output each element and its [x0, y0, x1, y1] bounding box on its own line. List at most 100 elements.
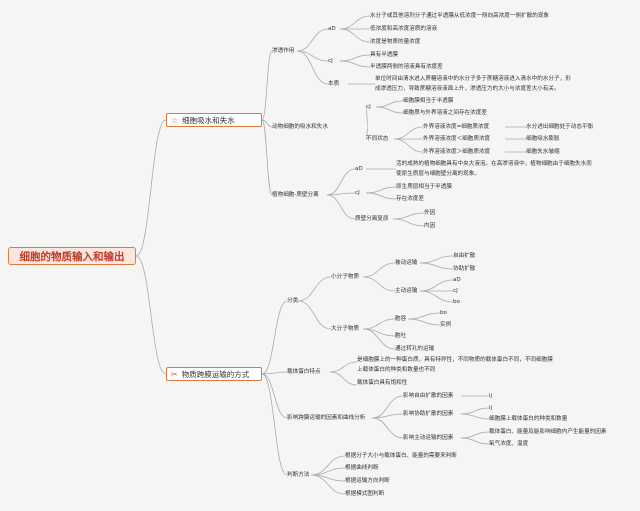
- connector-line: [339, 28, 371, 43]
- connector-line: [419, 279, 454, 292]
- node-carrier-2[interactable]: 上载体蛋白的种类和数量也不同: [357, 367, 436, 373]
- node-pore-transport[interactable]: 通过转孔的运输: [395, 346, 435, 352]
- node-osmosis-cond-2[interactable]: 半透膜两侧的溶液具有浓度差: [370, 64, 443, 70]
- node-osmosis-def-3[interactable]: 浓度是物质的量浓度: [370, 39, 421, 45]
- node-classification[interactable]: 分类: [287, 298, 299, 304]
- connector-line: [393, 126, 424, 140]
- node-exocytosis[interactable]: 胞吐: [395, 333, 407, 339]
- node-state-2-result[interactable]: 细胞吸水膨胀: [526, 136, 560, 142]
- connector-line: [296, 50, 329, 85]
- node-factor-facilitated-2[interactable]: 细胞膜上载体蛋白的种类和数量: [489, 416, 568, 422]
- node-plant-def-2[interactable]: 使原生质层与细胞壁分离的现象。: [396, 171, 480, 177]
- star-icon: ☆: [171, 115, 179, 125]
- node-osmosis-essence-1[interactable]: 单位时间由清水进入蔗糖溶液中的水分子多于蔗糖溶液进入清水中的水分子，形: [375, 76, 571, 82]
- node-factor-free[interactable]: 影响自由扩散的因素: [403, 393, 454, 399]
- connector-line: [460, 407, 490, 415]
- node-influencing-factors[interactable]: 影响跨膜运输的因素和曲线分析: [287, 415, 366, 421]
- connector-line: [261, 373, 288, 476]
- node-factor-active-2[interactable]: 氧气浓度、温度: [489, 441, 529, 447]
- node-animal-cond-1[interactable]: 细胞膜相当于半透膜: [403, 98, 454, 104]
- node-state-2[interactable]: 外界溶液浓度＜细胞质浓度: [423, 136, 491, 142]
- connector-line: [365, 106, 369, 128]
- connector-line: [419, 290, 454, 303]
- connector-line: [261, 300, 288, 375]
- node-carrier-protein[interactable]: 载体蛋白特点: [287, 369, 321, 375]
- connector-line: [135, 255, 167, 375]
- node-osmosis-def[interactable]: aD: [328, 26, 336, 32]
- node-recovery-internal[interactable]: 内因: [424, 223, 436, 229]
- connector-line: [460, 437, 490, 445]
- node-endocytosis-1[interactable]: bo: [440, 310, 447, 316]
- node-osmosis-cond[interactable]: cJ: [328, 58, 333, 64]
- node-plant-cell[interactable]: 植物细胞-质壁分离: [272, 192, 319, 198]
- node-active-3[interactable]: bo: [453, 299, 460, 305]
- node-plant-cond-2[interactable]: 存在浓度差: [396, 196, 424, 202]
- connector-line: [261, 119, 273, 128]
- node-plant-cond[interactable]: cJ: [355, 190, 360, 196]
- node-osmosis[interactable]: 渗透作用: [272, 48, 295, 54]
- connector-line: [362, 328, 396, 350]
- connector-line: [392, 218, 425, 227]
- connector-line: [329, 361, 358, 373]
- connector-line: [365, 192, 397, 200]
- topic-water-absorption[interactable]: ☆ 细胞吸水和失水: [166, 113, 262, 127]
- node-judgment-3[interactable]: 根据运输方向判断: [345, 478, 390, 484]
- node-active-2[interactable]: cJ: [453, 288, 458, 294]
- node-passive[interactable]: 被动运输: [395, 260, 418, 266]
- connector-line: [407, 312, 441, 320]
- root-topic[interactable]: 细胞的物质输入和输出: [8, 247, 136, 265]
- node-endocytosis-2[interactable]: 实例: [440, 322, 452, 328]
- connector-line: [261, 373, 288, 419]
- node-carrier-3[interactable]: 载体蛋白具有饱和性: [357, 380, 408, 386]
- node-active[interactable]: 主动运输: [395, 288, 418, 294]
- node-carrier-1[interactable]: 是细胞膜上的一种蛋白质，具有特异性，不同物质的载体蛋白不同，不同细胞膜: [357, 357, 553, 363]
- connector-line: [371, 413, 404, 419]
- tools-icon: ✂: [171, 369, 178, 379]
- node-animal-cond-2[interactable]: 细胞质与外界溶液之间存在浓度差: [403, 110, 487, 116]
- topic-water-absorption-label: 细胞吸水和失水: [182, 115, 235, 125]
- node-facilitated-diffusion[interactable]: 协助扩散: [453, 266, 476, 272]
- root-label: 细胞的物质输入和输出: [19, 250, 125, 263]
- node-state-3-result[interactable]: 细胞失水皱缩: [526, 149, 560, 155]
- node-judgment-1[interactable]: 根据分子大小与载体蛋白、能量的需要来判断: [345, 453, 457, 459]
- node-plant-def-1[interactable]: 活的成熟的植物细胞具有中央大液泡。在高渗溶液中，植物细胞由于细胞失水而: [396, 161, 592, 167]
- node-state-1[interactable]: 外界溶液浓度=细胞质浓度: [423, 124, 490, 130]
- node-large-molecules[interactable]: 大分子物质: [331, 326, 359, 332]
- node-osmosis-essence[interactable]: 本质: [328, 81, 340, 87]
- connector-line: [261, 50, 273, 121]
- node-osmosis-def-2[interactable]: 低浓度和高浓度溶质的溶液: [370, 26, 438, 32]
- node-judgment-2[interactable]: 根据曲线判断: [345, 465, 379, 471]
- node-factor-active-1[interactable]: 载体蛋白、能量及能影响细胞内产生能量的因素: [489, 429, 607, 435]
- connector-line: [371, 395, 404, 419]
- node-active-1[interactable]: aD: [453, 277, 461, 283]
- connector-line: [339, 15, 371, 30]
- connector-line: [339, 54, 371, 62]
- node-factor-facilitated[interactable]: 影响协助扩散的因素: [403, 411, 454, 417]
- node-recovery-external[interactable]: 外因: [424, 210, 436, 216]
- node-factor-facilitated-1[interactable]: ij: [489, 405, 493, 411]
- node-factor-free-1[interactable]: ij: [489, 393, 493, 399]
- node-animal-states[interactable]: 不同状态: [366, 136, 389, 142]
- connector-line: [392, 212, 425, 220]
- node-osmosis-essence-2[interactable]: 成渗透压力，导致蔗糖溶液液面上升，渗透压力的大小与浓度差大小有关。: [375, 86, 560, 92]
- node-state-3[interactable]: 外界溶液浓度＞细胞质浓度: [423, 149, 491, 155]
- node-osmosis-def-1[interactable]: 水分子或其他溶剂分子通过半透膜从低浓度一侧向高浓度一侧扩散的现象: [370, 13, 550, 19]
- node-plant-recovery[interactable]: 质壁分离复原: [355, 216, 389, 222]
- node-osmosis-cond-1[interactable]: 具有半透膜: [370, 52, 398, 58]
- node-plant-def[interactable]: aD: [355, 166, 363, 172]
- connector-line: [261, 371, 288, 375]
- node-judgment[interactable]: 判断方法: [287, 472, 310, 478]
- topic-transport-methods[interactable]: ✂ 物质跨膜运输的方式: [166, 367, 262, 381]
- connector-line: [329, 371, 358, 386]
- node-animal-cell[interactable]: 动物细胞的吸水和失水: [272, 124, 328, 130]
- node-animal-cond[interactable]: cJ: [366, 104, 371, 110]
- node-judgment-4[interactable]: 根据模式图判断: [345, 491, 385, 497]
- connector-line: [297, 300, 332, 330]
- node-small-molecules[interactable]: 小分子物质: [331, 274, 359, 280]
- connector-line: [362, 276, 396, 292]
- node-factor-active[interactable]: 影响主动运输的因素: [403, 435, 454, 441]
- node-state-1-result[interactable]: 水分进出细胞处于动态平衡: [526, 124, 594, 130]
- node-free-diffusion[interactable]: 自由扩散: [453, 253, 476, 259]
- node-endocytosis[interactable]: 胞吞: [395, 316, 407, 322]
- node-plant-cond-1[interactable]: 原生质层相当于半透膜: [396, 184, 452, 190]
